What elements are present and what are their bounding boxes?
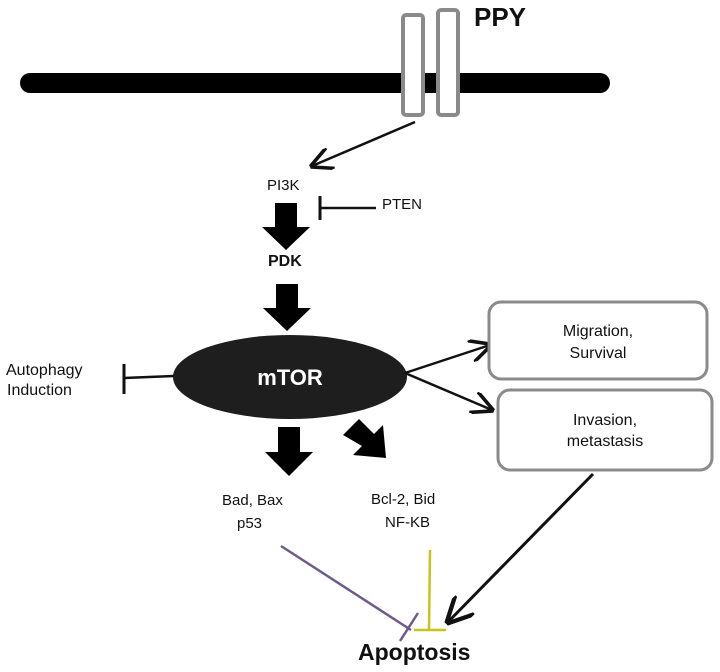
pi3k-label: PI3K (267, 177, 300, 194)
bad-bax-to-apoptosis-line (280, 544, 412, 632)
pten-label: PTEN (382, 196, 422, 213)
bcl2-label-line2: NF-KB (385, 514, 430, 531)
mtor-to-bcl2-thick-arrow (343, 419, 386, 458)
autophagy-label-line2: Induction (7, 382, 72, 399)
ppy-receptor-segment-right (436, 8, 460, 117)
cell-membrane (20, 73, 610, 93)
autophagy-inhibition-line (123, 374, 175, 380)
bad-bax-to-apoptosis-bar (398, 612, 420, 642)
mtor-to-migration-arrow (404, 345, 490, 375)
migration-label-line1: Migration, (563, 323, 633, 340)
bcl2-inhibition-line (427, 549, 432, 631)
apoptosis-label: Apoptosis (358, 639, 470, 665)
bad-bax-label-line2: p53 (237, 515, 262, 532)
mtor-to-invasion-arrow (404, 371, 492, 410)
invasion-label-line1: Invasion, (573, 412, 637, 429)
bad-bax-label-line1: Bad, Bax (222, 492, 283, 509)
mtor-to-bad-bax-thick-arrow (265, 427, 313, 476)
pdk-to-mtor-thick-arrow (263, 284, 311, 331)
invasion-to-apoptosis-arrow (448, 472, 595, 622)
migration-label-line2: Survival (570, 345, 627, 362)
bcl2-label-line1: Bcl-2, Bid (371, 491, 435, 508)
mtor-node (173, 335, 407, 419)
autophagy-label-line1: Autophagy (6, 362, 83, 379)
mtor-label: mTOR (257, 365, 323, 390)
migration-survival-box (487, 300, 709, 381)
receptor-to-pi3k-arrow (312, 120, 416, 166)
ppy-receptor-segment-left (401, 13, 425, 117)
pi3k-to-pdk-thick-arrow (262, 203, 310, 250)
invasion-metastasis-box (496, 388, 714, 472)
invasion-label-line2: metastasis (567, 433, 643, 450)
ppy-label: PPY (474, 2, 526, 32)
pdk-label: PDK (268, 253, 302, 270)
